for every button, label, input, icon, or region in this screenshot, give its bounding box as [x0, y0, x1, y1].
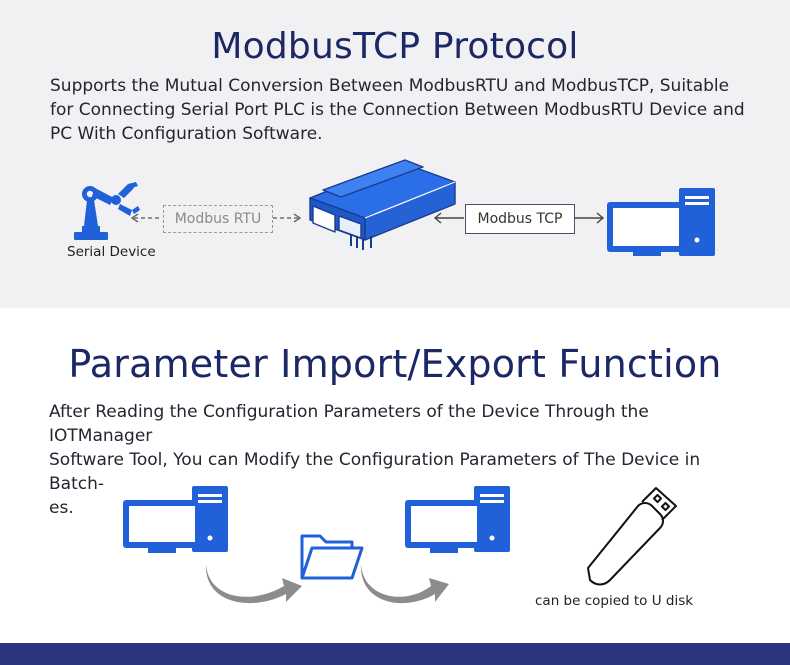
description-line: Software Tool, You can Modify the Config… [49, 450, 701, 494]
modbus-section-background [0, 0, 790, 308]
modbus-rtu-box: Modbus RTU [163, 205, 273, 233]
bottom-bar [0, 643, 790, 665]
description-line: After Reading the Configuration Paramete… [49, 402, 649, 446]
rtu-link-arrows [130, 213, 302, 223]
description-line: for Connecting Serial Port PLC is the Co… [50, 100, 745, 120]
serial-device-label: Serial Device [67, 244, 156, 260]
description-line: Supports the Mutual Conversion Between M… [50, 76, 730, 96]
tcp-link-arrows [433, 212, 605, 224]
import-export-description: After Reading the Configuration Paramete… [49, 400, 754, 520]
udisk-caption: can be copied to U disk [535, 593, 694, 609]
description-line: es. [49, 498, 74, 518]
modbus-section-description: Supports the Mutual Conversion Between M… [50, 74, 750, 146]
usb-drive-icon [587, 487, 677, 586]
modbus-tcp-box: Modbus TCP [465, 204, 575, 234]
curved-arrow-icon [360, 564, 449, 604]
description-line: PC With Configuration Software. [50, 124, 323, 144]
robot-arm-icon [74, 182, 140, 240]
computer-icon [607, 188, 715, 256]
gateway-device-icon [309, 159, 456, 250]
computer-icon [123, 486, 228, 553]
computer-icon [405, 486, 510, 553]
modbus-section-title: ModbusTCP Protocol [211, 26, 579, 67]
import-export-section-title: Parameter Import/Export Function [68, 342, 722, 386]
curved-arrow-icon [205, 564, 302, 604]
folder-icon [300, 534, 364, 580]
